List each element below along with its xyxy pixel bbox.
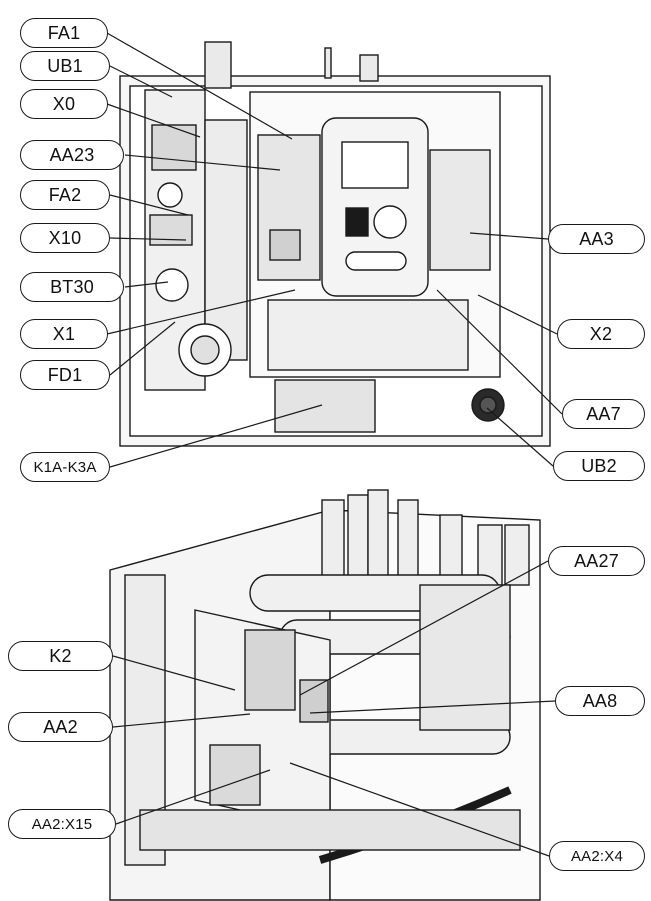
callout-ub1: UB1	[20, 51, 110, 81]
callout-aa2-x15: AA2:X15	[8, 809, 116, 839]
lower-unit-illustration	[109, 489, 541, 901]
callout-k2: K2	[8, 641, 113, 671]
callout-x10: X10	[20, 223, 110, 253]
callout-aa7: AA7	[562, 399, 645, 429]
callout-x0: X0	[20, 89, 108, 119]
callout-fa2: FA2	[20, 180, 110, 210]
callout-fd1: FD1	[20, 360, 110, 390]
callout-bt30: BT30	[20, 272, 124, 302]
leader-lines	[106, 32, 563, 857]
callout-ub2: UB2	[553, 451, 645, 481]
callout-aa23: AA23	[20, 140, 124, 170]
callout-aa8: AA8	[555, 686, 645, 716]
callout-k1a-k3a: K1A-K3A	[20, 452, 110, 482]
callout-aa3: AA3	[548, 224, 645, 254]
callout-x2: X2	[557, 319, 645, 349]
callout-aa2: AA2	[8, 712, 113, 742]
upper-unit-illustration	[119, 41, 551, 447]
callout-x1: X1	[20, 319, 108, 349]
callout-aa2-x4: AA2:X4	[549, 841, 645, 871]
callout-aa27: AA27	[548, 546, 645, 576]
callout-fa1: FA1	[20, 18, 108, 48]
